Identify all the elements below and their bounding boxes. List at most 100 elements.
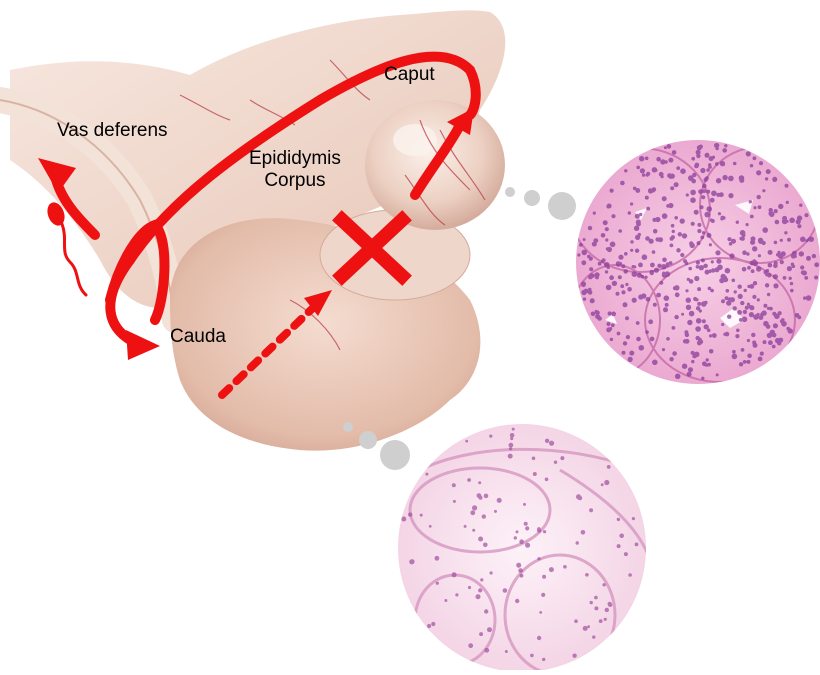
nucleus-dot [537,557,540,560]
nucleus-dot [685,262,689,266]
nucleus-dot [765,177,768,180]
nucleus-dot [768,340,773,345]
nucleus-dot [749,284,754,289]
nucleus-dot [672,150,677,155]
nucleus-dot [490,571,493,574]
nucleus-dot [585,573,589,577]
nucleus-dot [724,144,727,147]
nucleus-dot [706,358,709,361]
nucleus-dot [641,275,645,279]
nucleus-dot [616,261,621,266]
nucleus-dot [484,609,488,613]
nucleus-dot [537,528,541,532]
nucleus-dot [409,559,414,564]
nucleus-dot [530,654,534,658]
nucleus-dot [743,310,747,314]
nucleus-dot [482,514,486,518]
nucleus-dot [812,254,816,258]
nucleus-dot [767,273,771,277]
nucleus-dot [611,312,616,317]
nucleus-dot [494,510,497,513]
label-corpus: Corpus [249,170,341,192]
nucleus-dot [751,269,755,273]
nucleus-dot [746,223,749,226]
nucleus-dot [590,601,593,604]
histology-atrophic-testis [398,424,650,670]
nucleus-dot [635,249,639,253]
nucleus-dot [718,212,721,215]
nucleus-dot [620,284,624,288]
label-cauda: Cauda [170,326,226,348]
nucleus-dot [708,287,712,291]
nucleus-dot [667,144,672,149]
nucleus-dot [604,262,610,268]
nucleus-dot [686,193,689,196]
nucleus-dot [525,526,529,530]
nucleus-dot [760,352,764,356]
nucleus-dot [587,255,591,259]
nucleus-dot [800,265,804,269]
nucleus-dot [648,319,653,324]
nucleus-dot [604,618,607,621]
nucleus-dot [732,354,738,360]
nucleus-dot [636,166,640,170]
nucleus-dot [782,216,787,221]
nucleus-dot [549,441,554,446]
nucleus-dot [773,283,778,288]
nucleus-dot [715,162,719,166]
nucleus-dot [621,290,625,294]
nucleus-dot [695,163,700,168]
nucleus-dot [788,328,793,333]
nucleus-dot [435,556,440,561]
nucleus-dot [697,145,702,150]
nucleus-dot [702,231,705,234]
nucleus-dot [452,572,457,577]
nucleus-dot [704,212,710,218]
nucleus-dot [576,541,579,544]
nucleus-dot [646,172,650,176]
nucleus-dot [592,242,597,247]
nucleus-dot [591,312,596,317]
nucleus-dot [579,243,583,247]
nucleus-dot [582,250,588,256]
nucleus-dot [708,163,711,166]
nucleus-dot [689,311,695,317]
nucleus-dot [543,530,546,533]
nucleus-dot [617,518,620,521]
nucleus-dot [752,246,757,251]
nucleus-dot [654,268,659,273]
nucleus-dot [787,238,791,242]
nucleus-dot [630,202,633,205]
nucleus-dot [789,277,792,280]
nucleus-dot [786,201,789,204]
nucleus-dot [777,251,780,254]
nucleus-dot [623,269,628,274]
nucleus-dot [716,373,719,376]
nucleus-dot [478,537,483,542]
nucleus-dot [653,303,657,307]
nucleus-dot [512,428,515,431]
nucleus-dot [680,168,686,174]
nucleus-dot [605,270,608,273]
nucleus-dot [696,306,700,310]
nucleus-dot [554,461,557,464]
nucleus-dot [697,287,701,291]
nucleus-dot [709,334,712,337]
nucleus-dot [769,212,774,217]
nucleus-dot [780,239,783,242]
nucleus-dot [602,258,606,262]
nucleus-dot [468,586,471,589]
nucleus-dot [618,229,622,233]
nucleus-dot [723,277,728,282]
nucleus-dot [701,301,707,307]
nucleus-dot [650,270,655,275]
nucleus-dot [712,333,717,338]
nucleus-dot [726,301,731,306]
label-epididymis: Epididymis [249,148,341,170]
nucleus-dot [740,301,744,305]
nucleus-dot [765,283,769,287]
nucleus-dot [727,298,730,301]
nucleus-dot [687,372,692,377]
nucleus-dot [804,276,808,280]
nucleus-dot [697,302,701,306]
